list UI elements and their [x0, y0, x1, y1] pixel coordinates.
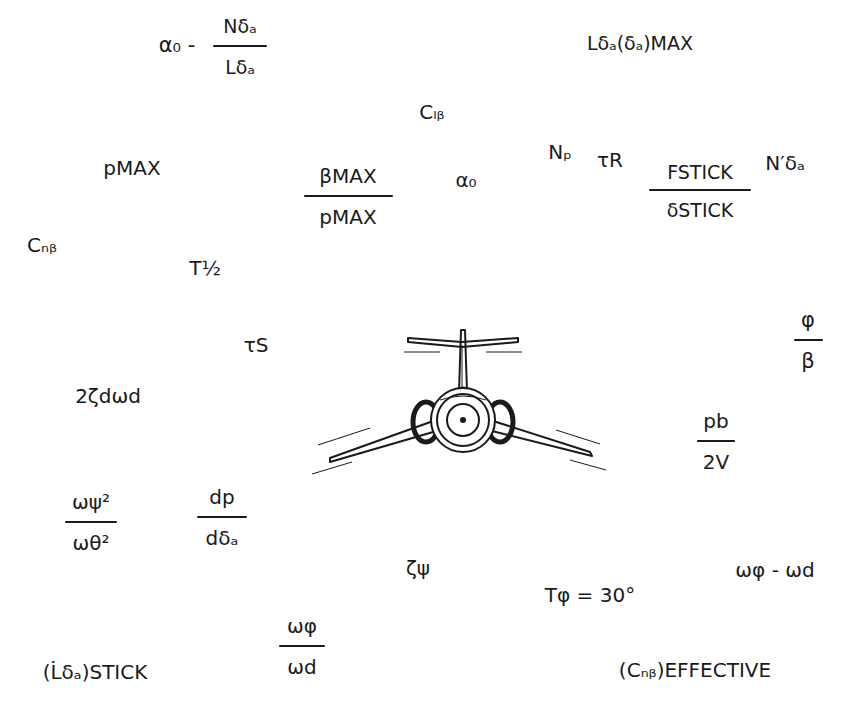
fraction-denominator: dδₐ: [206, 528, 239, 548]
roll-control-term: Lδₐ(δₐ)MAX: [587, 34, 693, 53]
fraction-bar: [198, 516, 246, 518]
fraction-denominator: ωd: [287, 657, 316, 677]
alpha-term: α₀ -: [159, 35, 196, 56]
derivative-symbol: Cₗᵦ: [419, 102, 444, 122]
bank-time-criterion: Tφ = 30°: [545, 585, 635, 605]
fraction-numerator: Nδₐ: [223, 17, 256, 36]
fraction-denominator: δSTICK: [667, 201, 734, 220]
time-constant: τR: [597, 150, 623, 170]
fraction-numerator: dp: [209, 487, 234, 507]
fraction-numerator: βMAX: [319, 166, 376, 186]
effective-derivative: (Cₙᵦ)EFFECTIVE: [619, 660, 771, 680]
fraction-denominator: ωθ²: [72, 533, 109, 553]
aircraft-front-view: [312, 330, 606, 474]
fraction-denominator: pMAX: [319, 207, 376, 227]
derivative-symbol: N′δₐ: [765, 153, 805, 173]
derivative-symbol: Nₚ: [548, 142, 572, 162]
fraction-bar: [66, 521, 116, 523]
fraction-numerator: φ: [801, 310, 815, 331]
fraction-bar: [214, 45, 266, 47]
fraction-bar: [280, 645, 324, 647]
half-time-symbol: T½: [189, 258, 221, 278]
fraction-denominator: Lδₐ: [225, 58, 255, 77]
fraction-denominator: 2V: [703, 452, 729, 472]
stick-term: (L̇δₐ)STICK: [43, 662, 148, 682]
fraction-bar: [795, 339, 822, 341]
fraction-denominator: β: [801, 351, 814, 372]
fraction-bar: [698, 440, 734, 442]
roll-rate-symbol: pMAX: [103, 158, 160, 178]
derivative-symbol: Cₙᵦ: [27, 235, 57, 255]
frequency-difference: ωφ - ωd: [735, 560, 814, 580]
time-constant: τS: [244, 335, 269, 355]
fraction-numerator: FSTICK: [667, 163, 733, 182]
fraction-numerator: ωφ: [287, 616, 317, 636]
alpha-symbol: α₀: [455, 170, 476, 190]
fraction-numerator: ωψ²: [72, 492, 110, 512]
fraction-bar: [305, 195, 392, 197]
fraction-numerator: pb: [703, 411, 728, 431]
fraction-bar: [650, 189, 750, 191]
damping-symbol: ζψ: [406, 558, 430, 578]
damping-term: 2ζdωd: [75, 386, 141, 406]
